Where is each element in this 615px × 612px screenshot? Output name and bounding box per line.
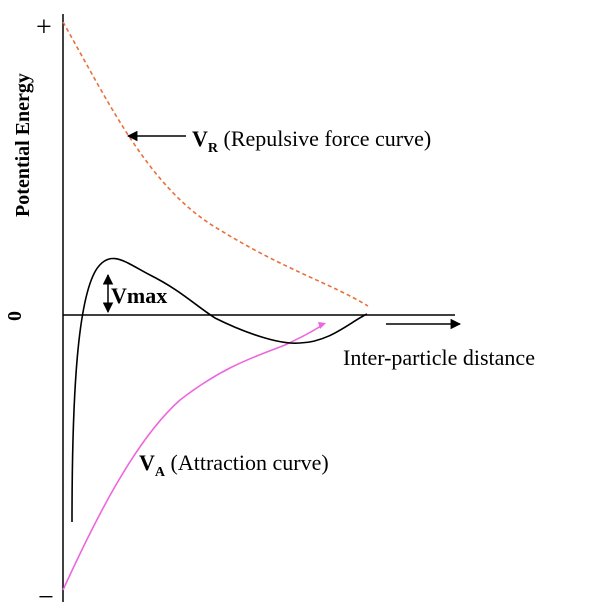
- repulsive-curve-label: VR (Repulsive force curve): [192, 126, 431, 156]
- attraction-v: V: [139, 450, 155, 475]
- zero-label: 0: [4, 311, 26, 321]
- attraction-curve: [62, 323, 325, 591]
- vmax-label: Vmax: [111, 283, 167, 308]
- repulsive-v: V: [192, 126, 208, 151]
- attraction-end-marker: [318, 322, 326, 329]
- repulsive-curve: [62, 21, 369, 307]
- minus-sign: −: [38, 582, 54, 612]
- y-axis-label: Potential Energy: [12, 73, 34, 217]
- attraction-description: (Attraction curve): [165, 450, 329, 475]
- repulsive-description: (Repulsive force curve): [218, 126, 431, 151]
- plus-sign: +: [36, 12, 52, 43]
- repulsive-subscript: R: [208, 141, 219, 156]
- attraction-subscript: A: [155, 465, 166, 480]
- attraction-curve-label: VA (Attraction curve): [139, 450, 329, 480]
- net-energy-curve: [71, 257, 368, 523]
- x-axis-label: Inter-particle distance: [343, 345, 535, 370]
